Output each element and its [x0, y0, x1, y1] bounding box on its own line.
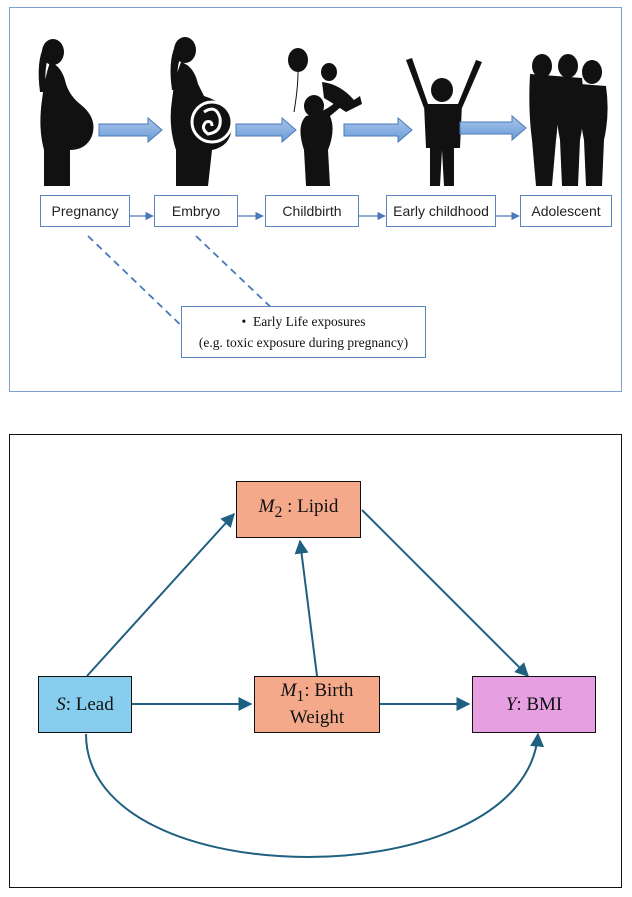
- node-symbol: Y: [505, 693, 517, 715]
- early-life-exposures-box: • Early Life exposures (e.g. toxic expos…: [181, 306, 426, 358]
- dashed-link-embryo: [195, 235, 279, 315]
- stage-label: Embryo: [171, 203, 221, 219]
- exposure-line-1: • Early Life exposures: [182, 311, 425, 332]
- life-course-panel: [9, 7, 622, 392]
- node-text: : Lead: [65, 693, 114, 715]
- pregnant-woman-silhouette-icon: [38, 39, 94, 186]
- edge-lead-to-lipid: [86, 512, 235, 677]
- stage-early-childhood: Early childhood: [386, 195, 496, 227]
- block-arrow-2: [235, 116, 297, 144]
- node-symbol: M: [258, 495, 275, 517]
- node-bmi: Y: BMI: [472, 676, 596, 733]
- stage-embryo: Embryo: [154, 195, 238, 227]
- stage-label: Childbirth: [282, 203, 342, 219]
- mother-with-baby-silhouette-icon: [288, 48, 362, 186]
- block-arrow-3: [343, 116, 413, 144]
- node-text: : BMI: [516, 693, 563, 715]
- teenagers-group-silhouette-icon: [529, 54, 608, 186]
- node-subscript: 2: [274, 503, 283, 521]
- exposure-example: (e.g. toxic exposure during pregnancy): [198, 335, 409, 350]
- child-arms-raised-silhouette-icon: [406, 58, 482, 186]
- node-symbol: M: [280, 679, 297, 701]
- edge-lipid-to-bmi: [361, 509, 529, 677]
- block-arrow-4: [459, 114, 527, 142]
- stage-pregnancy: Pregnancy: [40, 195, 130, 227]
- node-lead: S: Lead: [38, 676, 132, 733]
- node-subscript: 1: [296, 687, 305, 705]
- node-symbol: S: [56, 693, 66, 715]
- stage-label: Pregnancy: [51, 203, 119, 219]
- node-text: : Birth: [304, 679, 354, 701]
- bullet-icon: •: [241, 314, 247, 329]
- node-text: : Lipid: [282, 495, 339, 517]
- node-lipid: M2 : Lipid: [236, 481, 361, 538]
- stage-adolescent: Adolescent: [520, 195, 612, 227]
- embryo-silhouette-icon: [170, 37, 234, 186]
- node-text-line2: Weight: [289, 707, 345, 729]
- stage-label: Adolescent: [531, 203, 601, 219]
- mediation-diagram-panel: [9, 434, 622, 888]
- stage-childbirth: Childbirth: [265, 195, 359, 227]
- exposure-title: Early Life exposures: [253, 314, 366, 329]
- stage-label: Early childhood: [393, 203, 489, 219]
- edge-lead-to-bmi: [85, 732, 545, 858]
- block-arrow-1: [98, 116, 163, 144]
- edge-birth-weight-to-lipid: [294, 539, 318, 677]
- life-course-graphics: [38, 37, 608, 335]
